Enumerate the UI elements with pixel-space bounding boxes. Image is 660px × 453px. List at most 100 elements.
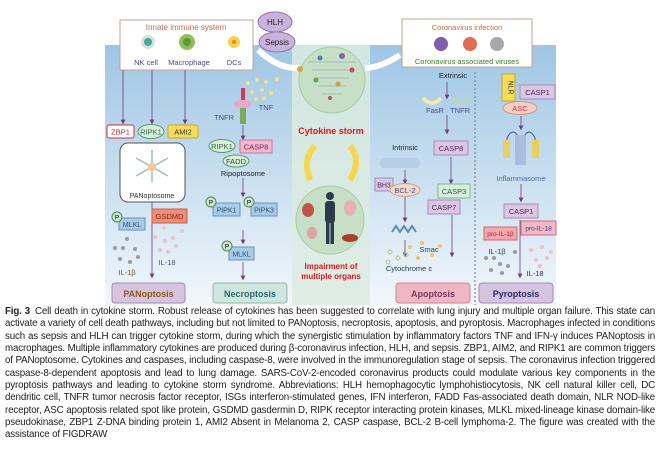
svg-text:CASP1: CASP1 [525,88,550,97]
svg-text:RIPK1: RIPK1 [211,142,233,151]
svg-text:BH3: BH3 [377,183,391,190]
svg-text:CASP8: CASP8 [439,144,464,153]
white-arrow-left [255,47,301,72]
il18-label: IL-18 [526,269,543,278]
svg-text:CASP8: CASP8 [244,143,269,152]
virus-icon [463,37,477,51]
virus-icon [434,37,448,51]
p-mlkl: MLKL P [111,211,146,231]
tnf-label: TNF [259,103,274,112]
intrinsic-label: Intrinsic [392,143,418,152]
innate-immune-box: Innate immune system NK cell Macrophage … [119,19,254,71]
zbp1-box: ZBP1 [106,124,135,139]
svg-text:AMI2: AMI2 [174,128,192,137]
svg-text:Pyroptosis: Pyroptosis [493,289,540,299]
casp8-box: CASP8 [433,140,469,156]
mitochondria-membrane-icon [380,158,420,168]
casp7-box: CASP7 [427,199,461,215]
svg-text:P: P [209,200,213,207]
svg-text:BCL-2: BCL-2 [394,186,415,195]
cytokine-dots [529,245,553,268]
svg-text:CASP7: CASP7 [432,203,457,212]
apoptosis-label: Apoptosis [395,282,471,304]
tnfr-label: TNFR [450,106,471,115]
svg-text:ZBP1: ZBP1 [111,128,130,137]
cycle-arrow-icon [303,143,318,182]
tnfr-receptor-icon [450,96,472,105]
cytochrome-dots [385,249,409,265]
inflammasome-label: Inflammasome [496,174,545,183]
ripoptosome-label: Ripoptosome [221,169,265,178]
svg-text:RIPK1: RIPK1 [140,128,162,137]
extrinsic-label: Extrinsic [439,71,468,80]
ripk1-ellipse: RIPK1 [137,124,165,139]
svg-text:DCs: DCs [227,58,242,67]
svg-text:MLKL: MLKL [232,252,250,259]
figure-diagram: Innate immune system NK cell Macrophage … [105,11,557,305]
cycle-arrow-icon [347,144,359,182]
svg-text:GSDMD: GSDMD [156,212,185,221]
cytochrome-c-label: Cytochrome c [386,264,433,273]
mitochondria-icon [391,224,417,234]
svg-text:P: P [115,215,119,222]
svg-text:FADD: FADD [226,157,247,166]
svg-text:HLH: HLH [267,18,283,27]
svg-text:NK cell: NK cell [134,58,158,67]
panoptosome-box: PANoptosome [119,142,186,203]
cytokine-storm-label: Cytokine storm [298,126,364,136]
necroptosis-label: Necroptosis [212,282,288,304]
inflammasome-icon [503,131,539,165]
svg-text:PIPK3: PIPK3 [254,208,274,215]
svg-text:Coronavirus associated viruses: Coronavirus associated viruses [415,57,519,66]
il1b-label: IL-1β [488,247,506,256]
bcl2-ellipse: BCL-2 [389,183,421,197]
bh3-box: BH3 [374,177,394,192]
sepsis-cloud: Sepsis [258,31,296,53]
smac-label: Smac [419,245,438,254]
impairment-label: multiple organs [301,272,361,281]
caption-text: Cell death in cytokine storm. Robust rel… [5,306,655,441]
impairment-label: Impairment of [305,262,358,271]
virus-icon [490,37,504,51]
svg-text:pro-IL-18: pro-IL-18 [525,226,552,233]
cytokine-dots [153,226,184,254]
svg-text:ASC: ASC [512,104,528,113]
svg-text:Coronavirus infection: Coronavirus infection [432,23,502,32]
casp8-box: CASP8 [239,139,273,154]
casp3-box: CASP3 [437,183,471,199]
svg-text:Macrophage: Macrophage [168,58,210,67]
svg-text:Innate immune system: Innate immune system [146,23,227,32]
casp1-box: CASP1 [519,84,556,100]
fasr-receptor-icon [421,96,443,105]
cytokine-dots [484,250,517,275]
svg-text:NLR: NLR [507,80,514,94]
svg-text:Apoptosis: Apoptosis [411,289,455,299]
il1b-label: IL-1β [118,268,136,277]
nlr-box: NLR [501,73,516,102]
tnf-dots [246,77,279,101]
organs-icon [295,185,365,255]
smac-dots [408,241,442,260]
svg-text:Sepsis: Sepsis [265,38,289,47]
gsdmd-box: GSDMD [151,208,188,224]
panoptosis-label: PANoptosis [111,282,186,304]
cytokine-storm-icon [297,46,366,114]
pyroptosis-label: Pyroptosis [478,282,554,304]
svg-text:P: P [225,244,229,251]
pro-il18-box: pro-IL-18 [520,220,557,236]
svg-text:CASP1: CASP1 [509,207,534,216]
svg-text:pro-IL-1β: pro-IL-1β [487,231,514,238]
svg-text:MLKL: MLKL [123,222,141,229]
coronavirus-box: Coronavirus infection Coronavirus associ… [401,18,533,68]
tnfr-receptor-icon [234,88,252,124]
hlh-cloud: HLH [257,11,293,33]
ami2-box: AMI2 [167,124,199,139]
svg-text:CASP3: CASP3 [442,187,467,196]
asc-ellipse: ASC [502,101,538,115]
fasr-label: FasR [426,106,445,115]
white-arrow-right [364,52,402,71]
